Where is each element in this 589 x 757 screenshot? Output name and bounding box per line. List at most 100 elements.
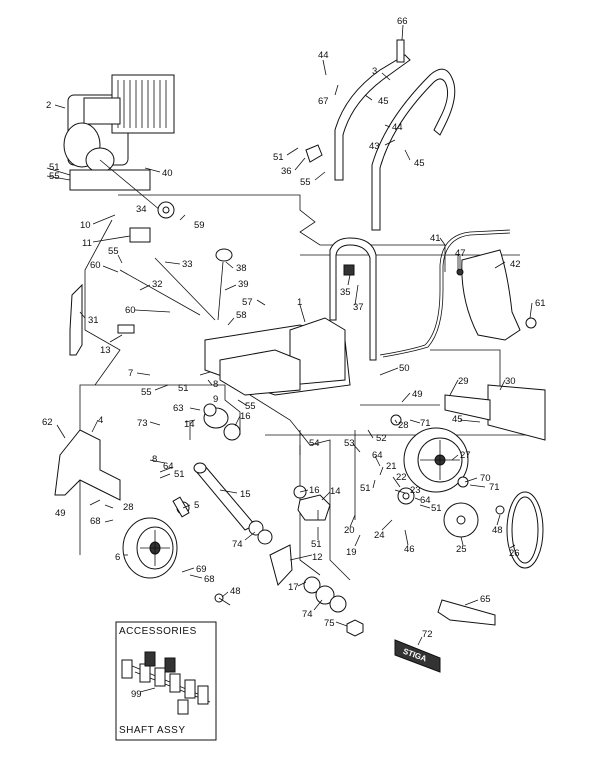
- callout-66: 66: [397, 16, 408, 27]
- callout-46: 46: [404, 544, 415, 555]
- callout-71: 71: [489, 482, 500, 493]
- callout-65: 65: [480, 594, 491, 605]
- callout-71: 71: [420, 418, 431, 429]
- callout-69: 69: [196, 564, 207, 575]
- callout-45: 45: [378, 96, 389, 107]
- callout-51: 51: [273, 152, 284, 163]
- callout-44: 44: [392, 122, 403, 133]
- pulley: [443, 502, 479, 538]
- callout-44: 44: [318, 50, 329, 61]
- callout-67: 67: [318, 96, 329, 107]
- callout-45: 45: [414, 158, 425, 169]
- callout-51: 51: [49, 162, 60, 173]
- shaft-assy-illustration: [121, 651, 211, 715]
- rear-bracket: [54, 429, 121, 501]
- main-deck: [204, 317, 351, 396]
- callout-24: 24: [374, 530, 385, 541]
- control-cable: [379, 229, 511, 358]
- drive-belt: [506, 491, 544, 569]
- callout-57: 57: [242, 297, 253, 308]
- callout-41: 41: [430, 233, 441, 244]
- callout-31: 31: [88, 315, 99, 326]
- callout-55: 55: [141, 387, 152, 398]
- callout-99: 99: [131, 689, 142, 700]
- callout-1: 1: [297, 297, 302, 308]
- side-panel: [444, 384, 546, 441]
- callout-26: 26: [509, 548, 520, 559]
- callout-25: 25: [456, 544, 467, 555]
- callout-38: 38: [236, 263, 247, 274]
- hardware-parts: [117, 144, 537, 637]
- callout-29: 29: [458, 376, 469, 387]
- callout-19: 19: [346, 547, 357, 558]
- callout-30: 30: [505, 376, 516, 387]
- callout-37: 37: [353, 302, 364, 313]
- callout-54: 54: [309, 438, 320, 449]
- callout-60: 60: [90, 260, 101, 271]
- belt-guard-cover: [461, 249, 521, 341]
- callout-48: 48: [230, 586, 241, 597]
- callout-55: 55: [300, 177, 311, 188]
- callout-47: 47: [455, 248, 466, 259]
- callout-52: 52: [376, 433, 387, 444]
- callout-6: 6: [115, 552, 120, 563]
- callout-62: 62: [42, 417, 53, 428]
- callout-17: 17: [288, 582, 299, 593]
- callout-35: 35: [340, 287, 351, 298]
- callout-40: 40: [162, 168, 173, 179]
- callout-28: 28: [123, 502, 134, 513]
- left-wheel: [122, 517, 178, 579]
- callout-68: 68: [204, 574, 215, 585]
- callout-28: 28: [398, 420, 409, 431]
- callout-20: 20: [344, 525, 355, 536]
- callout-43: 43: [369, 141, 380, 152]
- handle-assembly: [334, 39, 456, 231]
- callout-33: 33: [182, 259, 193, 270]
- callout-8: 8: [152, 454, 157, 465]
- callout-70: 70: [480, 473, 491, 484]
- callout-68: 68: [90, 516, 101, 527]
- callout-39: 39: [238, 279, 249, 290]
- callout-45: 45: [452, 414, 463, 425]
- callout-61: 61: [535, 298, 546, 309]
- callout-36: 36: [281, 166, 292, 177]
- callout-51: 51: [431, 503, 442, 514]
- callout-2: 2: [46, 100, 51, 111]
- callout-23: 23: [410, 485, 421, 496]
- callout-58: 58: [236, 310, 247, 321]
- callout-9: 9: [213, 394, 218, 405]
- callout-8: 8: [213, 379, 218, 390]
- callout-64: 64: [420, 495, 431, 506]
- callout-50: 50: [399, 363, 410, 374]
- callout-63: 63: [173, 403, 184, 414]
- callout-51: 51: [311, 539, 322, 550]
- bracket-65: [437, 599, 496, 626]
- right-wheel: [403, 427, 469, 493]
- engine-assembly: [63, 74, 175, 211]
- leader-lines: [46, 24, 533, 693]
- callout-55: 55: [108, 246, 119, 257]
- callout-13: 13: [100, 345, 111, 356]
- callout-51: 51: [174, 469, 185, 480]
- callout-7: 7: [128, 368, 133, 379]
- callout-64: 64: [163, 461, 174, 472]
- callout-15: 15: [240, 489, 251, 500]
- height-adjust-bracket: [69, 283, 83, 356]
- callout-14: 14: [330, 486, 341, 497]
- callout-49: 49: [412, 389, 423, 400]
- accessories-title: ACCESSORIES: [119, 626, 197, 637]
- callout-73: 73: [137, 418, 148, 429]
- callout-53: 53: [344, 438, 355, 449]
- callout-34: 34: [136, 204, 147, 215]
- callout-12: 12: [312, 552, 323, 563]
- accessories-box: ACCESSORIES SHAFT ASSY: [115, 621, 217, 741]
- callout-14: 14: [184, 419, 195, 430]
- brand-plate: STIGA: [394, 639, 441, 673]
- callout-51: 51: [360, 483, 371, 494]
- callout-72: 72: [422, 629, 433, 640]
- callout-55: 55: [49, 171, 60, 182]
- callout-74: 74: [302, 609, 313, 620]
- callout-32: 32: [152, 279, 163, 290]
- callout-16: 16: [240, 411, 251, 422]
